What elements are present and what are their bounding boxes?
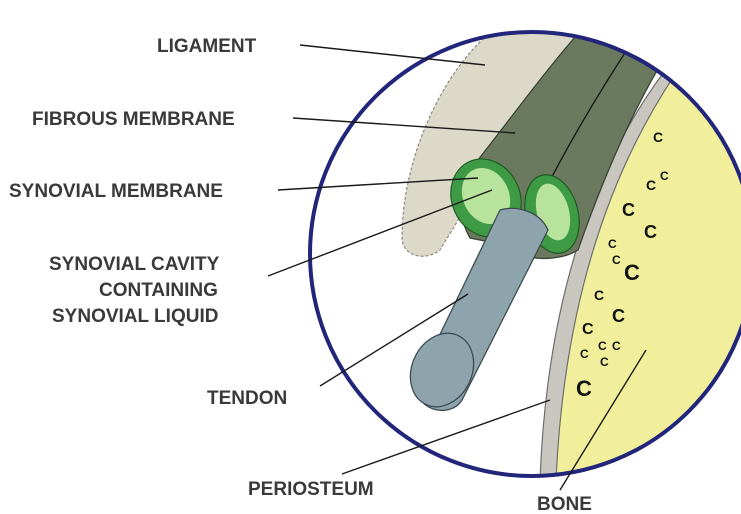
svg-text:C: C — [580, 347, 589, 361]
magnified-view: C C C C C C C C C C C C C C C C — [300, 20, 741, 500]
svg-text:C: C — [576, 376, 592, 401]
label-tendon: TENDON — [207, 388, 287, 409]
label-synovial-membrane: SYNOVIAL MEMBRANE — [9, 181, 223, 202]
svg-text:C: C — [612, 253, 621, 267]
label-fibrous-membrane: FIBROUS MEMBRANE — [32, 109, 235, 130]
svg-text:C: C — [612, 339, 621, 353]
svg-text:C: C — [624, 260, 640, 285]
svg-text:C: C — [644, 222, 657, 242]
svg-text:C: C — [660, 169, 669, 183]
svg-text:C: C — [582, 321, 594, 338]
svg-text:C: C — [608, 237, 617, 251]
svg-text:C: C — [598, 339, 607, 353]
svg-text:C: C — [600, 355, 609, 369]
label-synovial-cavity-1: SYNOVIAL CAVITY — [49, 254, 220, 275]
label-periosteum: PERIOSTEUM — [248, 479, 374, 500]
label-synovial-cavity-3: SYNOVIAL LIQUID — [52, 306, 218, 327]
label-ligament: LIGAMENT — [157, 36, 257, 57]
svg-text:C: C — [646, 177, 656, 193]
svg-text:C: C — [622, 200, 635, 220]
svg-text:C: C — [594, 287, 604, 303]
label-bone: BONE — [537, 494, 592, 514]
svg-text:C: C — [612, 306, 625, 326]
svg-text:C: C — [653, 129, 663, 145]
label-synovial-cavity-2: CONTAINING — [99, 280, 218, 301]
